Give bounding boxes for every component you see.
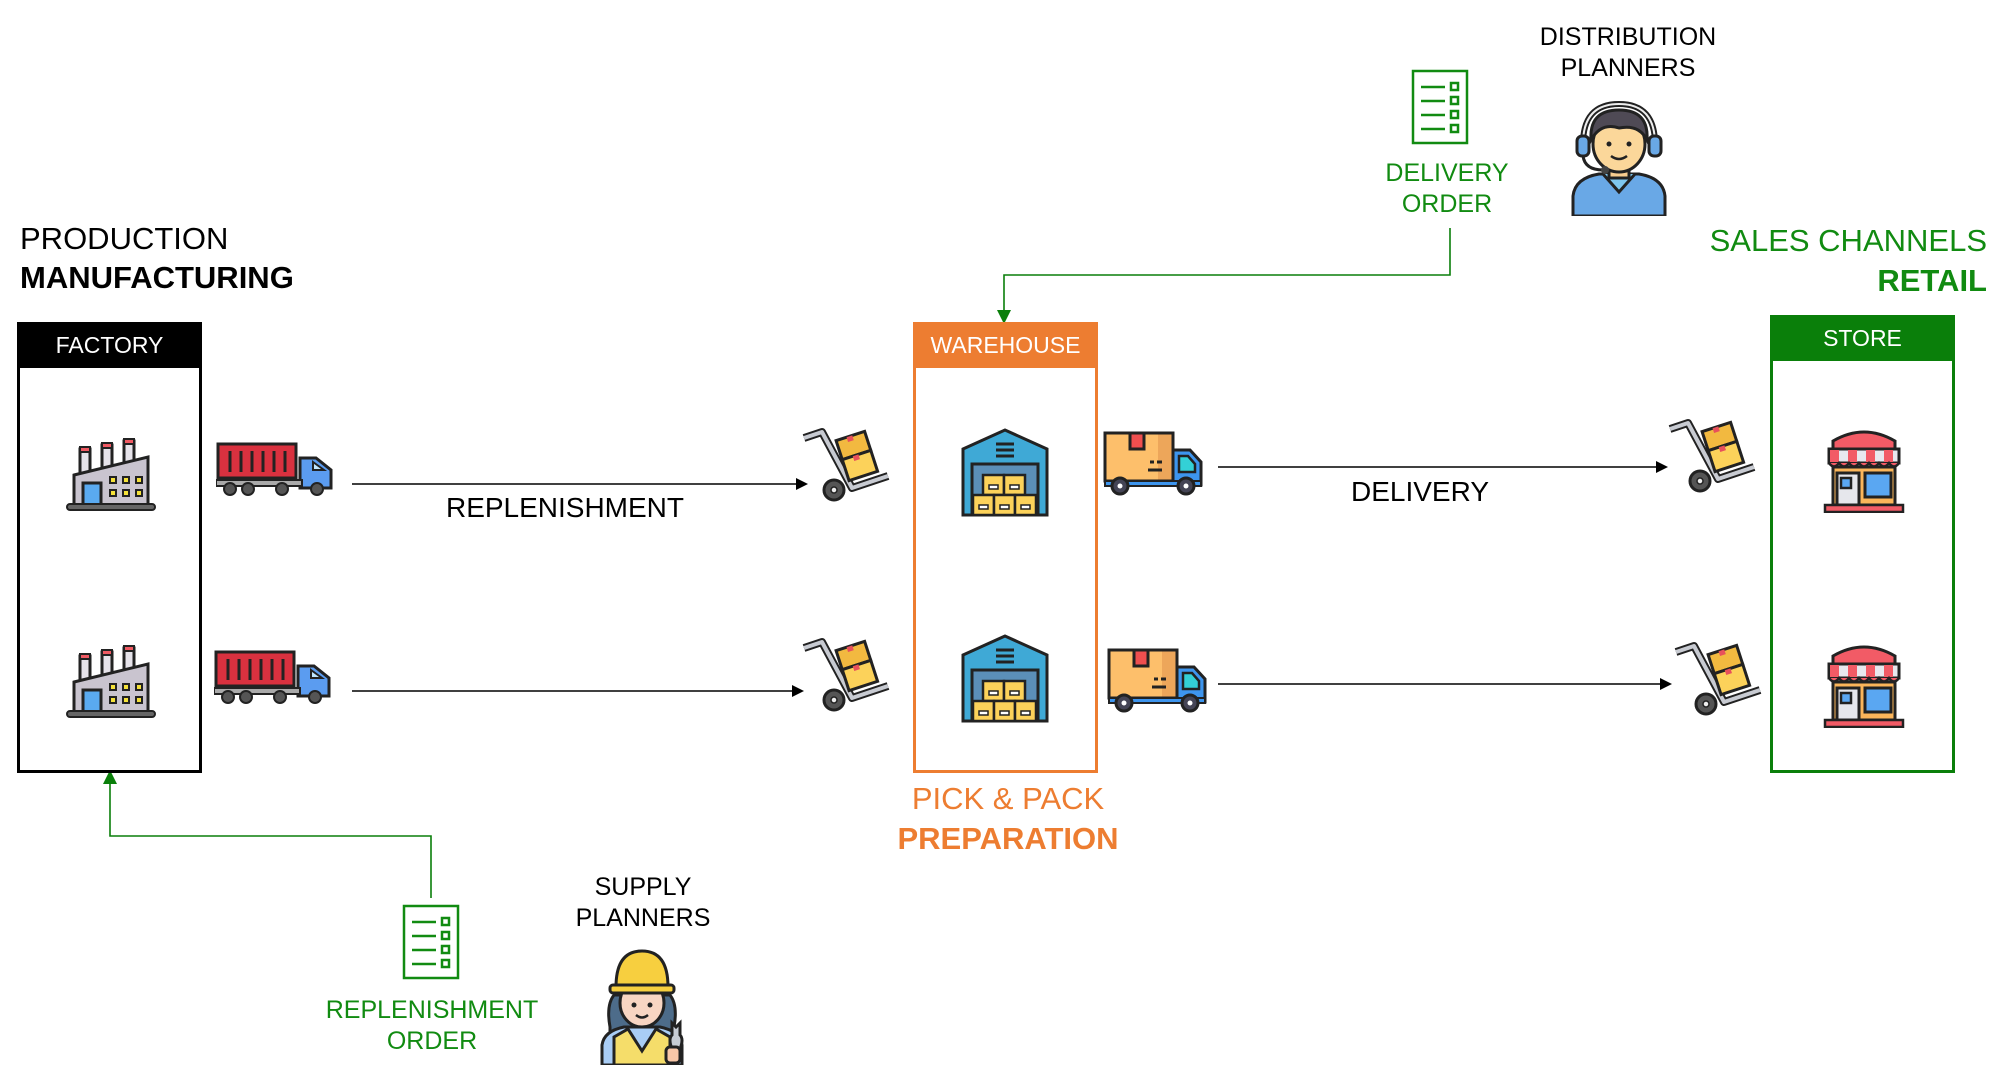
retail-stage-subtitle: RETAIL: [1877, 263, 1987, 298]
supply-planners-label-line1: SUPPLY: [594, 873, 692, 901]
distribution-planners-label-line1: DISTRIBUTION: [1539, 23, 1717, 51]
container-truck-icon: [216, 442, 336, 498]
factory-icon: [66, 644, 156, 720]
delivery-order-label-line2: ORDER: [1401, 190, 1493, 218]
sales-channels-stage-title: SALES CHANNELS: [1709, 223, 1987, 258]
replenishment-order-connector: [103, 770, 432, 898]
warehouse-header: WAREHOUSE: [913, 322, 1098, 368]
supply-planners-label-line2: PLANNERS: [575, 904, 711, 932]
warehouse-icon: [960, 633, 1050, 723]
worker-avatar-icon: [592, 947, 692, 1065]
hand-truck-icon: [1666, 415, 1758, 493]
preparation-stage-subtitle: PREPARATION: [897, 821, 1119, 856]
replenishment-order-checklist-icon: [402, 904, 460, 980]
delivery-truck-icon: [1106, 647, 1208, 713]
replenishment-order-label-line2: ORDER: [386, 1027, 478, 1055]
delivery-order-label-line1: DELIVERY: [1385, 159, 1509, 187]
factory-icon: [66, 437, 156, 513]
container-truck-icon: [214, 650, 334, 706]
delivery-truck-icon: [1102, 430, 1204, 496]
replenishment-order-label-line1: REPLENISHMENT: [325, 996, 539, 1024]
pick-pack-stage-title: PICK & PACK: [911, 781, 1105, 816]
hand-truck-icon: [800, 634, 892, 712]
distribution-planners-label-line2: PLANNERS: [1560, 54, 1696, 82]
headset-agent-avatar-icon: [1569, 100, 1669, 216]
replenishment-flow-label: REPLENISHMENT: [445, 492, 685, 523]
factory-header: FACTORY: [17, 322, 202, 368]
delivery-flow-label: DELIVERY: [1351, 476, 1489, 507]
production-stage-title: PRODUCTION: [20, 221, 229, 256]
hand-truck-icon: [1672, 638, 1764, 716]
store-header: STORE: [1770, 315, 1955, 361]
store-icon: [1821, 425, 1907, 513]
manufacturing-stage-subtitle: MANUFACTURING: [20, 260, 294, 295]
warehouse-icon: [960, 427, 1050, 517]
delivery-order-connector: [997, 228, 1451, 324]
delivery-order-checklist-icon: [1411, 69, 1469, 145]
hand-truck-icon: [800, 424, 892, 502]
store-icon: [1821, 640, 1907, 728]
